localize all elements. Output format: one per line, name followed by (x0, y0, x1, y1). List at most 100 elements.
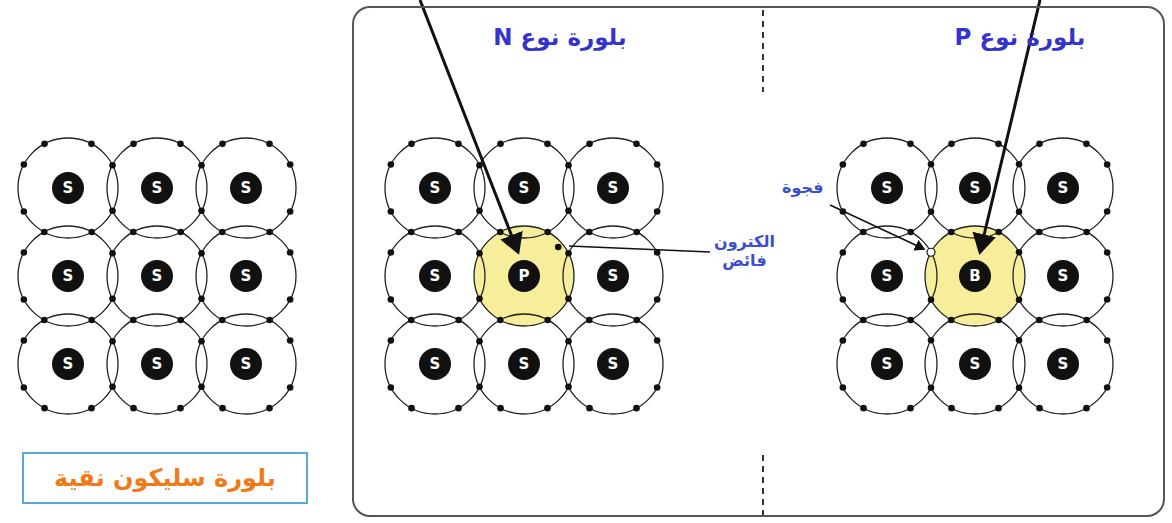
atom-symbol: S (882, 269, 893, 284)
electron-dot (198, 295, 205, 302)
crystal-heading: بلورة نوع N (493, 24, 626, 50)
electron-dot (408, 141, 415, 148)
atom-core: S (1047, 348, 1079, 380)
atom-core: S (1047, 172, 1079, 204)
electron-dot (565, 162, 572, 169)
electron-dot (860, 405, 867, 412)
electron-dot (497, 141, 504, 148)
electron-dot (565, 207, 572, 214)
electron-dot (586, 405, 593, 412)
electron-dot (219, 229, 226, 236)
electron-dot (88, 141, 95, 148)
electron-dot (633, 405, 640, 412)
electron-dot (1104, 296, 1111, 303)
electron-dot (907, 317, 914, 324)
atom-core: S (52, 260, 84, 292)
electron-dot (1036, 141, 1043, 148)
electron-dot (654, 296, 661, 303)
electron-dot (88, 229, 95, 236)
electron-dot (21, 296, 28, 303)
electron-dot (928, 161, 935, 168)
orbit-ring (1013, 314, 1113, 414)
electron-dot (41, 405, 48, 412)
electron-dot (266, 229, 273, 236)
electron-dot (109, 295, 116, 302)
atom-symbol: B (969, 269, 980, 284)
electron-dot (860, 141, 867, 148)
dopant-highlight (925, 226, 1025, 326)
dopant-highlight (474, 226, 574, 326)
electron-dot (633, 229, 640, 236)
electron-dot (948, 317, 955, 324)
electron-dot (907, 405, 914, 412)
hole-mark (927, 248, 935, 256)
electron-dot (907, 141, 914, 148)
atom-symbol: S (152, 269, 163, 284)
electron-dot (388, 296, 395, 303)
electron-dot (287, 249, 294, 256)
electron-dot (41, 141, 48, 148)
atom-symbol: P (519, 269, 530, 284)
orbit-ring (837, 138, 937, 238)
electron-dot (1016, 337, 1023, 344)
divider-line (762, 455, 764, 515)
crystal-heading: بلورة نوع P (955, 24, 1086, 50)
electron-dot (1016, 384, 1023, 391)
electron-dot (177, 405, 184, 412)
electron-dot (544, 317, 551, 324)
orbit-ring (107, 314, 207, 414)
electron-dot (555, 244, 562, 251)
electron-dot (565, 295, 572, 302)
atom-core: S (52, 348, 84, 380)
electron-dot (408, 405, 415, 412)
atom-symbol: S (241, 357, 252, 372)
atom-core: S (52, 172, 84, 204)
electron-dot (88, 405, 95, 412)
electron-dot (840, 296, 847, 303)
electron-dot (1104, 384, 1111, 391)
electron-dot (476, 295, 483, 302)
electron-dot (1104, 208, 1111, 215)
atom-symbol: S (608, 357, 619, 372)
atom-symbol: S (430, 357, 441, 372)
atom-core: S (230, 172, 262, 204)
electron-dot (654, 384, 661, 391)
orbit-ring (18, 226, 118, 326)
electron-dot (633, 141, 640, 148)
atom-core: S (508, 348, 540, 380)
atom-symbol: S (63, 181, 74, 196)
electron-dot (840, 161, 847, 168)
electron-dot (586, 141, 593, 148)
electron-dot (840, 337, 847, 344)
electron-dot (130, 317, 137, 324)
electron-dot (544, 141, 551, 148)
callout-label: فجوة (782, 178, 823, 197)
atom-symbol: S (519, 357, 530, 372)
electron-dot (928, 296, 935, 303)
orbit-ring (1013, 226, 1113, 326)
electron-dot (21, 249, 28, 256)
atom-symbol: S (241, 269, 252, 284)
electron-dot (654, 161, 661, 168)
atom-core: S (230, 348, 262, 380)
atom-core: S (871, 348, 903, 380)
electron-dot (198, 338, 205, 345)
electron-dot (109, 338, 116, 345)
atom-core: S (1047, 260, 1079, 292)
electron-dot (1016, 249, 1023, 256)
electron-dot (109, 250, 116, 257)
atom-symbol: S (882, 181, 893, 196)
electron-dot (177, 141, 184, 148)
electron-dot (586, 229, 593, 236)
electron-dot (1104, 249, 1111, 256)
atom-symbol: S (430, 269, 441, 284)
orbit-ring (563, 226, 663, 326)
orbit-ring (196, 138, 296, 238)
electron-dot (177, 317, 184, 324)
electron-dot (948, 405, 955, 412)
electron-dot (1016, 208, 1023, 215)
orbit-ring (107, 138, 207, 238)
electron-dot (840, 384, 847, 391)
electron-dot (565, 383, 572, 390)
